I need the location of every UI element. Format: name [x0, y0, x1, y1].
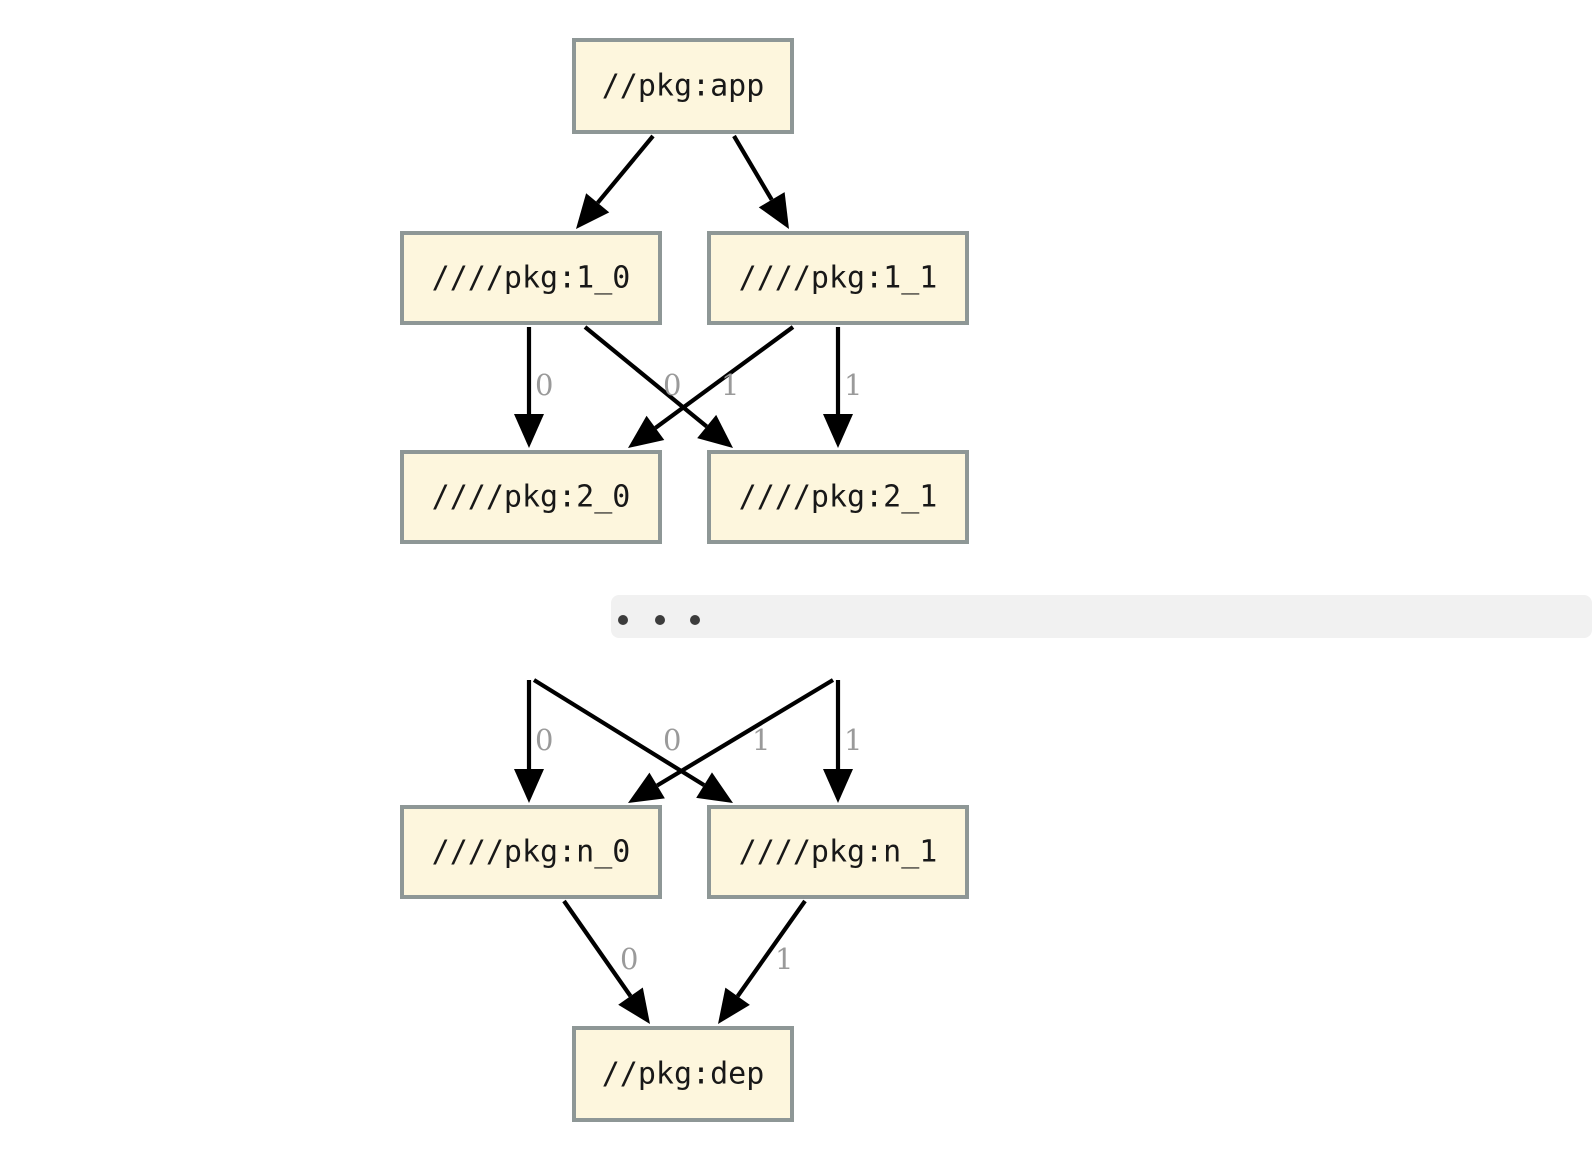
arrowhead-icon	[758, 192, 789, 229]
node-box[interactable]	[707, 805, 969, 899]
node-app[interactable]: //pkg:app	[572, 38, 794, 134]
node-n1_0[interactable]: ////pkg:1_0	[400, 231, 662, 325]
nodes-layer: //pkg:app ////pkg:1_0 ////pkg:1_1 ////pkg:2…	[400, 38, 969, 1122]
edge-1_1-to-2_0	[628, 325, 795, 448]
edge-shaft	[735, 899, 807, 998]
edge-n_1-to-dep	[718, 899, 807, 1024]
edge-app-to-1_1	[732, 134, 789, 229]
node-nn_0[interactable]: ////pkg:n_0	[400, 805, 662, 899]
ellipsis-separator	[611, 595, 1592, 638]
edge-1_0-to-2_0	[514, 327, 544, 448]
node-n1_1[interactable]: ////pkg:1_1	[707, 231, 969, 325]
node-n2_1[interactable]: ////pkg:2_1	[707, 450, 969, 544]
edge-shaft	[562, 899, 633, 998]
ellipsis-band	[611, 595, 1592, 638]
edge-n_0-to-dep	[562, 899, 650, 1024]
node-label: ////pkg:1_1	[739, 261, 938, 296]
node-label: ////pkg:2_1	[739, 480, 938, 515]
edge-app-to-1_0	[576, 134, 655, 229]
node-dep[interactable]: //pkg:dep	[572, 1026, 794, 1122]
arrowhead-icon	[628, 772, 665, 803]
edge-label-n_0-to-dep: 0	[620, 942, 638, 976]
node-n2_0[interactable]: ////pkg:2_0	[400, 450, 662, 544]
node-box[interactable]	[400, 805, 662, 899]
node-label: ////pkg:1_0	[432, 261, 631, 296]
node-label: ////pkg:n_1	[739, 835, 938, 870]
edge-label-1_1-to-2_0: 1	[721, 368, 739, 402]
node-label: ////pkg:n_0	[432, 835, 631, 870]
node-box[interactable]	[572, 38, 794, 134]
arrowhead-icon	[823, 414, 853, 448]
edge-1_1-to-2_1	[823, 327, 853, 448]
edge-label-n_1-to-dep: 1	[775, 942, 793, 976]
edge-labels-layer: 0 0 1 1 0 0 1 1 0 1	[535, 368, 862, 976]
edge-shaft	[596, 134, 655, 205]
node-nn_1[interactable]: ////pkg:n_1	[707, 805, 969, 899]
arrowhead-icon	[697, 414, 733, 448]
edge-shaft	[654, 325, 795, 430]
arrowhead-icon	[618, 987, 650, 1024]
arrowhead-icon	[514, 414, 544, 448]
edge-shaft	[532, 678, 706, 787]
edge-x_1-to-n_0	[628, 678, 835, 803]
ellipsis-dot-2	[690, 615, 700, 625]
node-box[interactable]	[707, 450, 969, 544]
edge-label-x_1-to-n_0: 1	[752, 723, 770, 757]
node-box[interactable]	[400, 450, 662, 544]
arrowhead-icon	[514, 769, 544, 803]
edge-label-1_1-to-2_1: 1	[844, 368, 862, 402]
edge-shaft	[732, 134, 774, 201]
edge-x_1-to-n_1	[823, 680, 853, 803]
arrowhead-icon	[576, 193, 610, 229]
ellipsis-dot-0	[618, 615, 628, 625]
node-label: //pkg:app	[602, 69, 765, 104]
edge-x_0-to-n_0	[514, 680, 544, 803]
node-box[interactable]	[400, 231, 662, 325]
node-label: ////pkg:2_0	[432, 480, 631, 515]
node-label: //pkg:dep	[602, 1057, 765, 1092]
node-box[interactable]	[707, 231, 969, 325]
edge-label-1_0-to-2_0: 0	[535, 368, 553, 402]
edges-layer	[514, 134, 853, 1024]
edge-label-1_0-to-2_1: 0	[663, 368, 681, 402]
node-box[interactable]	[572, 1026, 794, 1122]
edge-label-x_0-to-n_0: 0	[535, 723, 553, 757]
arrowhead-icon	[696, 772, 733, 803]
edge-label-x_1-to-n_1: 1	[844, 723, 862, 757]
edge-shaft	[583, 325, 709, 429]
arrowhead-icon	[823, 769, 853, 803]
edge-x_0-to-n_1	[532, 678, 733, 803]
edge-shaft	[656, 678, 835, 788]
edge-1_0-to-2_1	[583, 325, 733, 448]
arrowhead-icon	[628, 415, 665, 448]
arrowhead-icon	[718, 987, 750, 1024]
ellipsis-dot-1	[655, 615, 665, 625]
edge-label-x_0-to-n_1: 0	[663, 723, 681, 757]
